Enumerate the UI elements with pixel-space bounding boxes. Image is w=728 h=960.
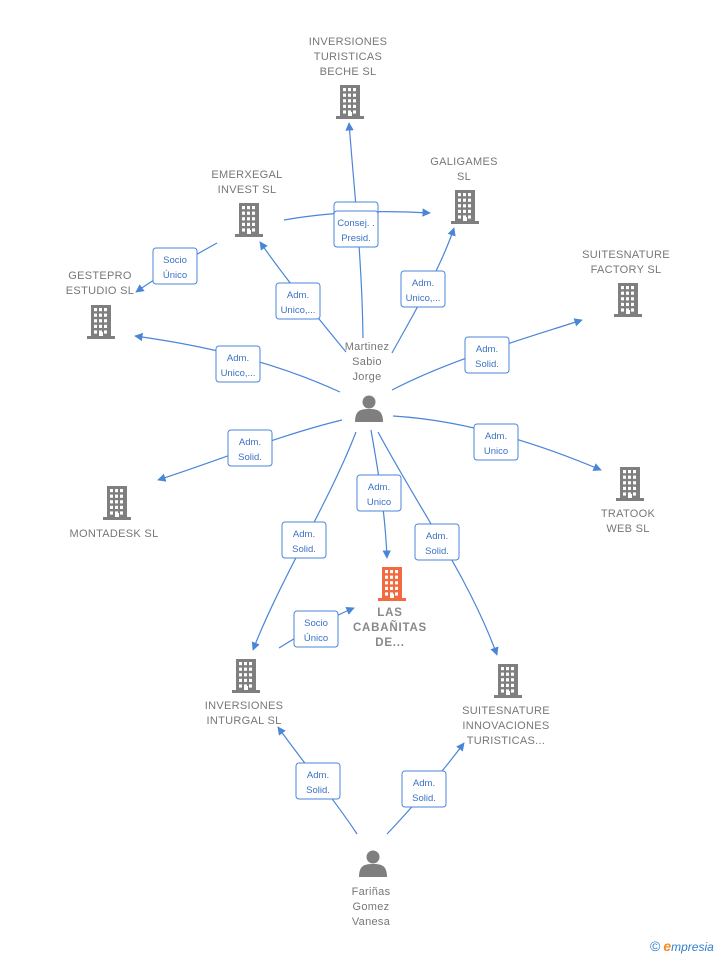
node-label: INNOVACIONES bbox=[462, 720, 549, 732]
building-icon bbox=[87, 305, 115, 339]
node-label: Vanesa bbox=[352, 916, 391, 928]
edge-label-martinez-suitefactory[interactable]: Adm. Solid. bbox=[464, 336, 510, 374]
edge-label-martinez-galigames[interactable]: Adm. Unico,... bbox=[400, 270, 446, 308]
building-icon bbox=[378, 567, 406, 601]
node-beche[interactable]: INVERSIONES TURISTICAS BECHE SL bbox=[309, 36, 388, 119]
node-emerxegal[interactable]: EMERXEGAL INVEST SL bbox=[211, 169, 282, 237]
node-galigames[interactable]: GALIGAMES SL bbox=[430, 156, 498, 224]
edge-label-text: Unico,... bbox=[281, 305, 316, 316]
node-label: DE... bbox=[375, 637, 405, 649]
node-label: LAS bbox=[377, 607, 402, 619]
edge-label-text: Socio bbox=[304, 618, 328, 629]
node-inturgal[interactable]: INVERSIONES INTURGAL SL bbox=[205, 659, 284, 727]
person-icon bbox=[359, 850, 387, 877]
edge-label-text: Unico bbox=[484, 446, 508, 457]
node-label: SUITESNATURE bbox=[582, 249, 670, 261]
node-label: SUITESNATURE bbox=[462, 705, 550, 717]
copyright-icon: © bbox=[650, 938, 661, 954]
building-icon bbox=[235, 203, 263, 237]
node-suiteinnov[interactable]: SUITESNATURE INNOVACIONES TURISTICAS... bbox=[462, 664, 550, 747]
edge-label-text: Consej. . bbox=[337, 218, 375, 229]
node-label: WEB SL bbox=[606, 523, 649, 535]
node-label: INVEST SL bbox=[218, 184, 277, 196]
edge-label-text: Solid. bbox=[475, 359, 499, 370]
building-icon bbox=[451, 190, 479, 224]
edge-label-text: Presid. bbox=[341, 233, 371, 244]
edge-label-martinez-gestepro[interactable]: Adm. Unico,... bbox=[215, 345, 261, 383]
edge-label-text: Único bbox=[163, 270, 187, 281]
node-tratook[interactable]: TRATOOK WEB SL bbox=[601, 467, 656, 535]
node-label: INVERSIONES bbox=[205, 700, 284, 712]
edge-label-text: Adm. bbox=[412, 278, 434, 289]
edge-label-farinas-inturgal[interactable]: Adm. Solid. bbox=[295, 762, 341, 800]
edge-label-text: Adm. bbox=[293, 529, 315, 540]
node-label: CABAÑITAS bbox=[353, 621, 427, 634]
edge-label-text: Adm. bbox=[227, 353, 249, 364]
edge-label-martinez-suiteinnov[interactable]: Adm. Solid. bbox=[414, 523, 460, 561]
edge-label-text: Adm. bbox=[485, 431, 507, 442]
edge-label-emerxegal-galigames[interactable]: Consej. . Presid. bbox=[333, 210, 379, 248]
edge-label-text: Unico bbox=[367, 497, 391, 508]
node-label: EMERXEGAL bbox=[211, 169, 282, 181]
edge-label-text: Adm. bbox=[426, 531, 448, 542]
node-label: TURISTICAS... bbox=[467, 735, 545, 747]
edge-label-text: Adm. bbox=[239, 437, 261, 448]
node-label: FACTORY SL bbox=[591, 264, 662, 276]
building-icon bbox=[614, 283, 642, 317]
node-label: INTURGAL SL bbox=[206, 715, 281, 727]
edge-label-text: Socio bbox=[163, 255, 187, 266]
node-label: Fariñas bbox=[352, 886, 391, 898]
node-label: GALIGAMES bbox=[430, 156, 498, 168]
edge-label-text: Adm. bbox=[476, 344, 498, 355]
edge-label-martinez-emerxegal[interactable]: Adm. Unico,... bbox=[275, 282, 321, 320]
edge-label-text: Solid. bbox=[292, 544, 316, 555]
node-label: Gomez bbox=[353, 901, 390, 913]
node-label: Martinez bbox=[345, 341, 390, 353]
node-label: Sabio bbox=[352, 356, 382, 368]
edge-label-martinez-inturgal[interactable]: Adm. Solid. bbox=[281, 521, 327, 559]
edge-label-text: Solid. bbox=[238, 452, 262, 463]
edge-label-text: Solid. bbox=[425, 546, 449, 557]
node-label: MONTADESK SL bbox=[70, 528, 159, 540]
edge-label-text: Único bbox=[304, 633, 328, 644]
edge-label-text: Solid. bbox=[306, 785, 330, 796]
node-label: SL bbox=[457, 171, 471, 183]
node-gestepro[interactable]: GESTEPRO ESTUDIO SL bbox=[66, 270, 134, 339]
edge-label-martinez-tratook[interactable]: Adm. Unico bbox=[473, 423, 519, 461]
node-suitefactory[interactable]: SUITESNATURE FACTORY SL bbox=[582, 249, 670, 317]
edge-label-text: Adm. bbox=[287, 290, 309, 301]
edge-label-text: Adm. bbox=[368, 482, 390, 493]
building-icon bbox=[232, 659, 260, 693]
building-icon bbox=[616, 467, 644, 501]
building-icon bbox=[494, 664, 522, 698]
edge-label-text: Adm. bbox=[413, 778, 435, 789]
node-label: TRATOOK bbox=[601, 508, 656, 520]
edge-label-martinez-cabanitas[interactable]: Adm. Unico bbox=[356, 474, 402, 512]
brand-logo: ©empresia bbox=[650, 938, 714, 954]
person-icon bbox=[355, 395, 383, 422]
node-label: TURISTICAS bbox=[314, 51, 382, 63]
node-label: ESTUDIO SL bbox=[66, 285, 134, 297]
node-label: GESTEPRO bbox=[68, 270, 132, 282]
edge-label-martinez-montadesk[interactable]: Adm. Solid. bbox=[227, 429, 273, 467]
node-label: INVERSIONES bbox=[309, 36, 388, 48]
edge-label-text: Unico,... bbox=[406, 293, 441, 304]
node-label: Jorge bbox=[352, 371, 381, 383]
node-cabanitas[interactable]: LAS CABAÑITAS DE... bbox=[353, 567, 427, 649]
building-icon bbox=[103, 486, 131, 520]
edge-label-farinas-suiteinnov[interactable]: Adm. Solid. bbox=[401, 770, 447, 808]
edge-label-text: Solid. bbox=[412, 793, 436, 804]
edge-label-text: Unico,... bbox=[221, 368, 256, 379]
edge-label-text: Adm. bbox=[307, 770, 329, 781]
building-icon bbox=[336, 85, 364, 119]
node-label: BECHE SL bbox=[320, 66, 377, 78]
node-montadesk[interactable]: MONTADESK SL bbox=[70, 486, 159, 540]
